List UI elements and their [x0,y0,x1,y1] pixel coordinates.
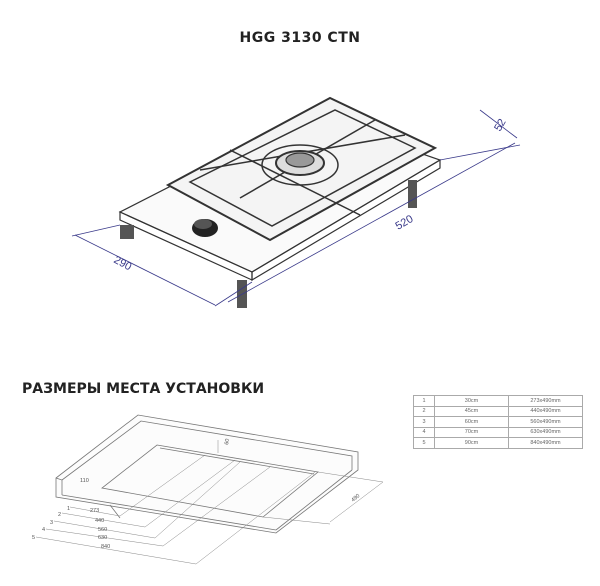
cell-width: 60cm [434,416,509,428]
cell-width: 90cm [434,437,509,449]
cutout-width-labels: 1 273 2 440 3 560 4 630 5 840 [32,506,110,550]
width-value: 560 [98,527,107,533]
cutout-dimension-lines [35,440,384,565]
cell-width: 70cm [434,426,509,438]
cell-num: 5 [413,437,435,449]
cell-num: 2 [413,405,435,417]
cell-cutout: 440x490mm [508,405,583,417]
width-num: 3 [50,520,53,526]
cutout-depth-label: 490 [350,493,361,504]
width-value: 273 [90,508,99,514]
product-title: HGG 3130 CTN [239,30,361,46]
width-value: 630 [98,535,107,541]
cell-cutout: 840x490mm [508,437,583,449]
install-title: РАЗМЕРЫ МЕСТА УСТАНОВКИ [22,381,265,397]
width-num: 1 [67,506,70,512]
back-offset-label: 60 [224,438,231,445]
countertop-drawing [55,414,359,534]
width-value: 840 [101,544,110,550]
cell-cutout: 560x490mm [508,416,583,428]
cell-num: 3 [413,416,435,428]
control-knob [192,219,218,237]
width-value: 440 [95,518,104,524]
front-offset-label: 110 [80,478,89,484]
width-num: 2 [58,512,61,518]
width-num: 4 [42,527,45,533]
cell-width: 30cm [434,395,509,407]
width-num: 5 [32,535,35,541]
cell-cutout: 630x490mm [508,426,583,438]
hob-depth-label: 290 [112,254,134,273]
cell-width: 45cm [434,405,509,417]
hob-height-label: 52 [492,117,509,134]
hob-width-label: 520 [394,213,416,233]
hob-body [118,96,442,282]
cell-cutout: 273x490mm [508,395,583,407]
cell-num: 1 [413,395,435,407]
cell-num: 4 [413,426,435,438]
dimension-lines [71,109,521,307]
